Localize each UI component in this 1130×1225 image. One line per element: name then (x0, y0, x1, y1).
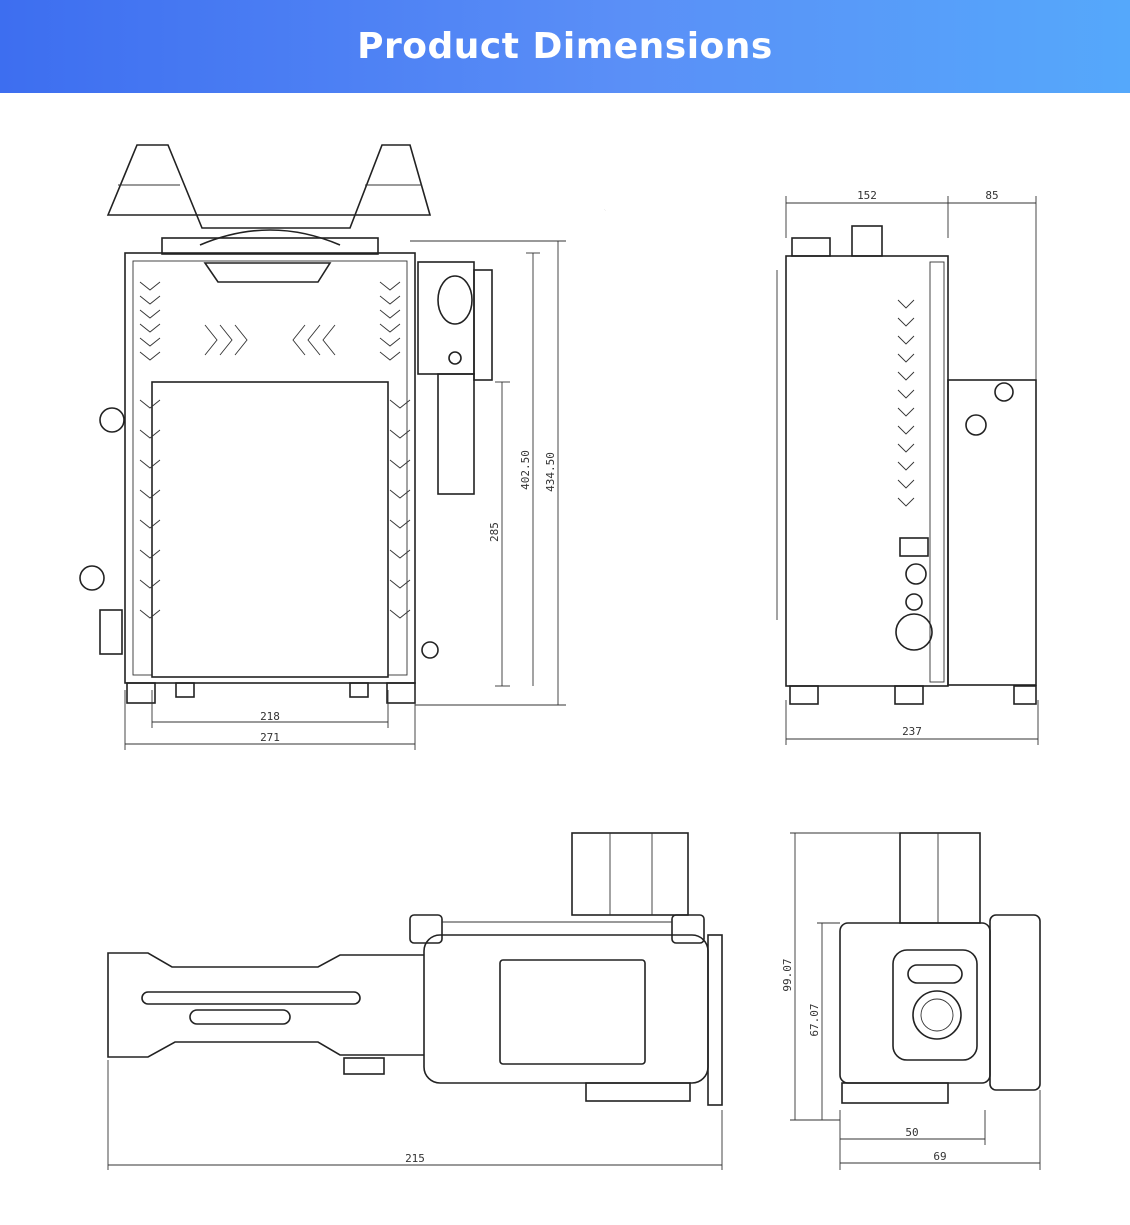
dim-front-width-inner: 218 (260, 710, 280, 723)
side-view: 152 85 237 (603, 142, 1039, 745)
dim-side-depth-top: 152 (857, 189, 877, 202)
dim-top-length-total: 215 (405, 1152, 425, 1165)
dim-end-height-body: 67.07 (808, 1003, 821, 1036)
dim-end-width-outer: 69 (933, 1150, 946, 1163)
front-view: 218 271 285 402.50 434.50 (79, 144, 566, 750)
page-title: Product Dimensions (357, 26, 773, 67)
dim-side-depth-total: 237 (902, 725, 922, 738)
dim-front-height-total: 434.50 (544, 452, 557, 492)
dim-end-height-total: 99.07 (781, 958, 794, 991)
dim-front-height-mid: 402.50 (519, 450, 532, 490)
dim-end-width-inner: 50 (905, 1126, 918, 1139)
dim-front-width-outer: 271 (260, 731, 280, 744)
header-banner: Product Dimensions (0, 0, 1130, 93)
top-view: 215 (107, 832, 723, 1170)
dim-front-height-lower: 285 (488, 522, 501, 542)
dim-side-depth-handle: 85 (985, 189, 998, 202)
technical-drawing: 218 271 285 402.50 434.50 (79, 142, 1041, 1170)
end-view: 99.07 67.07 50 69 (781, 832, 1041, 1170)
